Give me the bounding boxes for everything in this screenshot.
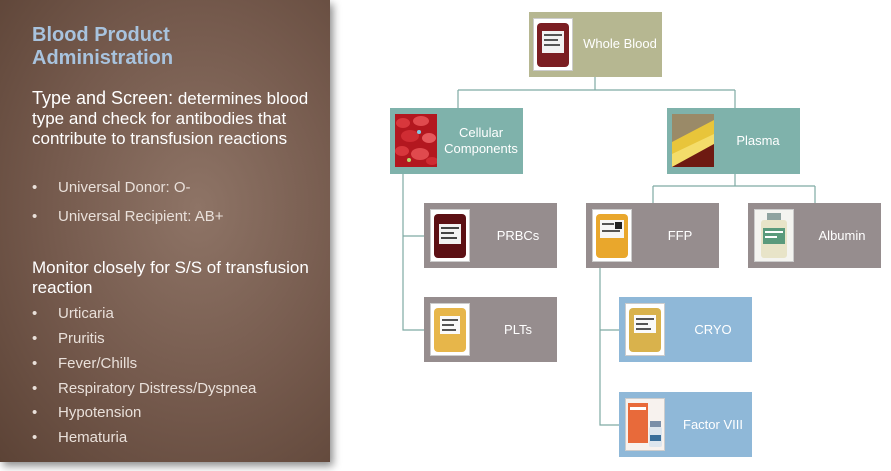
list-item: • Universal Recipient: AB+ xyxy=(32,208,224,226)
symptom-label: Hypotension xyxy=(58,404,142,421)
panel-title: Blood Product Administration xyxy=(32,24,174,69)
plasma-label: Plasma xyxy=(736,133,780,148)
ffp-node[interactable]: FFP xyxy=(586,203,719,268)
symptom-label: Fever/Chills xyxy=(58,355,138,372)
prbcs-node[interactable]: PRBCs xyxy=(424,203,557,268)
type-screen-description: Type and Screen: determines blood type a… xyxy=(32,88,322,149)
cryo-node[interactable]: CRYO xyxy=(619,297,752,362)
symptom-label: Hematuria xyxy=(58,429,128,446)
cryo-bag-image xyxy=(625,303,665,356)
list-item: • Respiratory Distress/Dyspnea xyxy=(32,380,256,398)
ffp-label: FFP xyxy=(667,228,693,243)
bullet-icon: • xyxy=(32,380,38,397)
list-item: • Urticaria xyxy=(32,305,114,323)
red-cells-image xyxy=(395,114,437,167)
list-item: • Hypotension xyxy=(32,404,141,422)
universal-recipient: Universal Recipient: AB+ xyxy=(58,208,224,225)
list-item: • Universal Donor: O- xyxy=(32,179,191,197)
albumin-label: Albumin xyxy=(818,228,866,243)
list-item: • Fever/Chills xyxy=(32,355,137,373)
whole-blood-label: Whole Blood xyxy=(583,36,657,51)
cryo-label: CRYO xyxy=(694,322,732,337)
plts-label: PLTs xyxy=(504,322,532,337)
universal-donor: Universal Donor: O- xyxy=(58,179,191,196)
ffp-bag-image xyxy=(592,209,632,262)
bullet-icon: • xyxy=(32,208,38,225)
list-item: • Hematuria xyxy=(32,429,127,447)
symptom-label: Pruritis xyxy=(58,330,105,347)
bullet-icon: • xyxy=(32,179,38,196)
bullet-icon: • xyxy=(32,355,38,372)
factor-viii-vial-image xyxy=(625,398,665,451)
list-item: • Pruritis xyxy=(32,330,105,348)
type-screen-text: determines blood type and check for anti… xyxy=(32,89,309,148)
factor-viii-label: Factor VIII xyxy=(683,417,743,432)
albumin-bottle-image xyxy=(754,209,794,262)
monitor-heading: Monitor closely for S/S of transfusion r… xyxy=(32,258,309,297)
bullet-icon: • xyxy=(32,305,38,322)
blood-bag-image xyxy=(533,18,573,71)
symptom-label: Urticaria xyxy=(58,305,114,322)
cellular-components-node[interactable]: Cellular Components xyxy=(390,108,523,174)
albumin-node[interactable]: Albumin xyxy=(748,203,881,268)
platelet-bag-image xyxy=(430,303,470,356)
symptom-label: Respiratory Distress/Dyspnea xyxy=(58,380,257,397)
type-screen-lead: Type and Screen: xyxy=(32,88,174,108)
prbcs-label: PRBCs xyxy=(496,228,540,243)
plasma-tube-image xyxy=(672,114,714,167)
prbc-bag-image xyxy=(430,209,470,262)
whole-blood-node[interactable]: Whole Blood xyxy=(529,12,662,77)
factor-viii-node[interactable]: Factor VIII xyxy=(619,392,752,457)
bullet-icon: • xyxy=(32,330,38,347)
plasma-node[interactable]: Plasma xyxy=(667,108,800,174)
bullet-icon: • xyxy=(32,429,38,446)
cellular-components-label: Cellular Components xyxy=(444,125,518,156)
plts-node[interactable]: PLTs xyxy=(424,297,557,362)
bullet-icon: • xyxy=(32,404,38,421)
left-panel: Blood Product Administration Type and Sc… xyxy=(0,0,330,462)
